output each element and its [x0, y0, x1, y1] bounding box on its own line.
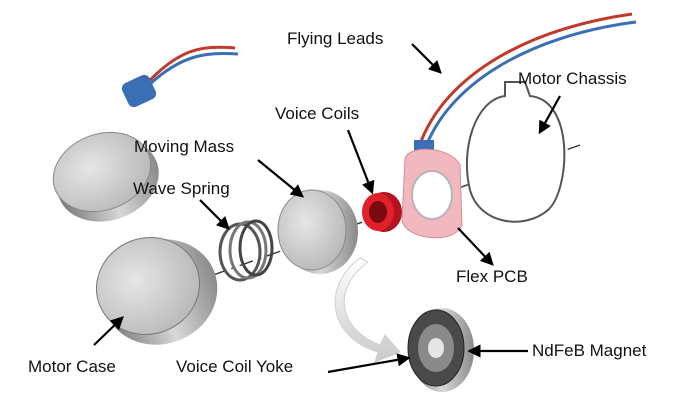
arrow-moving-mass — [257, 159, 305, 198]
flex-pcb-part — [401, 12, 637, 239]
arrow-flex-pcb — [457, 227, 494, 266]
arrow-motor-chassis — [538, 95, 561, 135]
arrow-voice-coil-yoke — [327, 353, 411, 374]
label-motor-chassis: Motor Chassis — [518, 69, 627, 88]
label-moving-mass: Moving Mass — [134, 137, 235, 156]
arrow-flying-leads — [411, 43, 442, 74]
label-motor-case: Motor Case — [28, 357, 116, 376]
ndfeb-magnet-part — [407, 308, 474, 392]
arrow-wave-spring — [199, 199, 230, 230]
motor-chassis-part — [466, 81, 566, 223]
moving-mass-part — [277, 189, 358, 274]
voice-coils-part — [362, 192, 402, 232]
pointer-arrows — [93, 43, 561, 374]
assembled-motor — [52, 45, 239, 222]
arrow-voice-coils — [346, 129, 375, 195]
label-wave-spring: Wave Spring — [133, 179, 230, 198]
label-flex-pcb: Flex PCB — [456, 267, 528, 286]
label-voice-coil-yoke: Voice Coil Yoke — [176, 357, 294, 376]
label-ndfeb-magnet: NdFeB Magnet — [532, 341, 647, 360]
label-voice-coils: Voice Coils — [275, 104, 360, 123]
arrow-motor-case — [93, 316, 124, 346]
assembly-swoosh — [334, 257, 401, 363]
label-flying-leads: Flying Leads — [287, 29, 384, 48]
wave-spring-part — [218, 219, 274, 282]
motor-case-part — [95, 237, 218, 345]
